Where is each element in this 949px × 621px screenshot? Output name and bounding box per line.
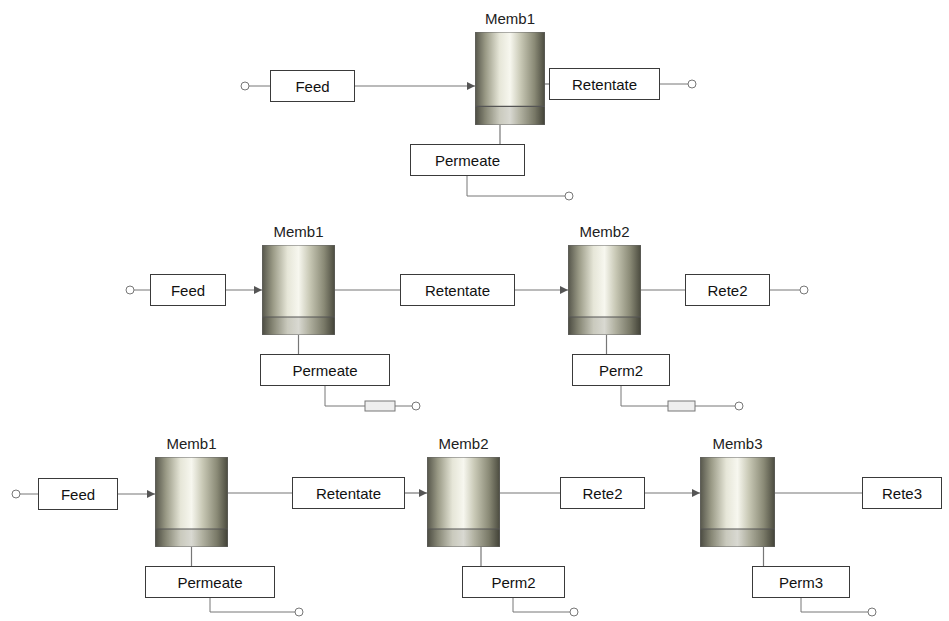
stream-connector xyxy=(645,492,700,493)
stream-box: Rete3 xyxy=(862,477,942,509)
stream-connector xyxy=(499,125,500,144)
stream-connector xyxy=(606,335,607,354)
stream-connector xyxy=(641,289,685,290)
membrane-vessel xyxy=(427,457,500,547)
membrane-vessel xyxy=(568,245,641,335)
membrane-unit: Memb1 xyxy=(262,245,335,335)
stream-line xyxy=(513,598,570,612)
stream-terminal xyxy=(295,608,303,616)
stream-name: Rete2 xyxy=(582,485,622,502)
stream-line xyxy=(467,176,565,196)
stream-name: Permeate xyxy=(435,152,500,169)
stream-connector xyxy=(226,289,262,290)
stream-line xyxy=(801,598,868,612)
stream-connector xyxy=(298,335,299,354)
unit-name: Memb2 xyxy=(438,435,488,452)
stream-name: Perm2 xyxy=(491,574,535,591)
stream-terminal xyxy=(412,402,420,410)
stream-connector xyxy=(191,547,192,566)
stream-box: Perm3 xyxy=(752,566,850,598)
unit-name: Memb2 xyxy=(579,223,629,240)
unit-name: Memb3 xyxy=(712,435,762,452)
stream-name: Feed xyxy=(295,78,329,95)
stream-terminal xyxy=(868,608,876,616)
stream-terminal xyxy=(735,402,743,410)
stream-name: Permeate xyxy=(292,362,357,379)
stream-terminal xyxy=(126,286,134,294)
stream-line xyxy=(20,494,38,495)
stream-box: Retentate xyxy=(400,274,515,306)
stream-box: Retentate xyxy=(549,68,660,100)
stream-terminal xyxy=(565,192,573,200)
stream-name: Feed xyxy=(61,486,95,503)
stream-terminal xyxy=(241,82,249,90)
membrane-unit: Memb2 xyxy=(568,245,641,335)
stream-connector xyxy=(515,289,568,290)
stream-line xyxy=(621,386,668,406)
stream-name: Retentate xyxy=(572,76,637,93)
stream-line xyxy=(134,290,150,291)
membrane-vessel xyxy=(155,457,228,547)
stream-line xyxy=(249,86,270,87)
stream-box: Permeate xyxy=(145,566,275,598)
stream-box: Feed xyxy=(150,274,226,306)
stream-connector xyxy=(228,492,292,493)
stream-line xyxy=(695,406,735,407)
stream-line xyxy=(325,386,365,406)
stream-connector xyxy=(335,289,400,290)
stream-terminal xyxy=(12,490,20,498)
unit-name: Memb1 xyxy=(166,435,216,452)
stream-box: Permeate xyxy=(410,144,525,176)
unit-name: Memb1 xyxy=(485,10,535,27)
membrane-unit: Memb1 xyxy=(475,32,545,125)
stream-box: Feed xyxy=(38,478,118,510)
stream-connector xyxy=(480,547,481,566)
membrane-unit: Memb2 xyxy=(427,457,500,547)
stream-name: Rete3 xyxy=(882,485,922,502)
stream-name: Retentate xyxy=(316,485,381,502)
stream-name: Perm3 xyxy=(779,574,823,591)
stream-connector xyxy=(775,492,862,493)
stream-box: Perm2 xyxy=(462,566,565,598)
stream-name: Perm2 xyxy=(599,362,643,379)
stream-connector xyxy=(405,492,427,493)
stream-name: Feed xyxy=(171,282,205,299)
stream-connector xyxy=(763,547,764,566)
membrane-vessel xyxy=(475,32,545,125)
stream-name: Permeate xyxy=(177,574,242,591)
stream-tag xyxy=(365,401,395,411)
stream-box: Perm2 xyxy=(572,354,670,386)
stream-terminal xyxy=(800,286,808,294)
stream-line xyxy=(395,406,412,407)
membrane-unit: Memb1 xyxy=(155,457,228,547)
stream-name: Rete2 xyxy=(707,282,747,299)
stream-box: Rete2 xyxy=(685,274,770,306)
stream-box: Rete2 xyxy=(560,477,645,509)
stream-line xyxy=(210,598,295,612)
stream-connector xyxy=(500,492,560,493)
stream-line xyxy=(660,84,688,85)
stream-line xyxy=(770,290,800,291)
stream-terminal xyxy=(570,608,578,616)
stream-name: Retentate xyxy=(425,282,490,299)
stream-connector xyxy=(355,85,475,86)
membrane-unit: Memb3 xyxy=(700,457,775,547)
stream-terminal xyxy=(688,80,696,88)
stream-connector xyxy=(118,493,155,494)
membrane-vessel xyxy=(700,457,775,547)
stream-tag xyxy=(668,401,695,411)
unit-name: Memb1 xyxy=(273,223,323,240)
stream-box: Feed xyxy=(270,70,355,102)
stream-box: Retentate xyxy=(292,477,405,509)
membrane-vessel xyxy=(262,245,335,335)
stream-box: Permeate xyxy=(260,354,390,386)
